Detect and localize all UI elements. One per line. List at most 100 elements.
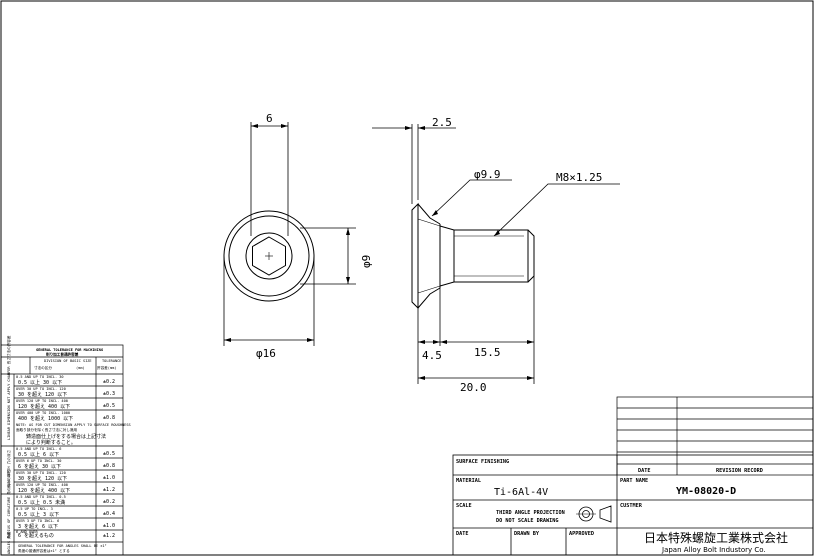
dim-head-height: 6 [266,112,273,125]
tol-row-jp: 400 を超え 1000 以下 [18,415,73,422]
dim-flange-diameter: φ9.9 [474,168,501,181]
company-name-en: Japan Alloy Bolt Industory Co. [661,546,766,554]
tol-row-en: OVER 30 UP TO INCL. 120 [16,387,66,391]
tol-row-value: ±0.5 [103,451,115,457]
tol-row-value: ±0.2 [103,499,115,505]
tol-row-jp: 0.5 以上 30 以下 [18,379,62,386]
tol-row-en: 0.5 AND UP TO INCL. 0.5 [16,495,66,499]
tolerance-table: GENERAL TOLERANCE FOR MACHINING 削り加工普通許容… [0,335,131,556]
part-name-label: PART NAME [620,478,648,484]
dim-head-diameter: φ16 [256,347,276,360]
surface-label: SURFACE FINISHING [456,459,509,465]
tol-note-en: NOTE: AS FOR CUT DIMENSION APPLY TO SURF… [16,423,131,427]
drawn-by-label: DRAWN BY [514,531,540,537]
tol-row-jp: 6 を超え 30 以下 [18,463,61,470]
tol-angles-note-en: GENERAL TOLERANCE FOR ANGLES SHALL BE ±1… [18,544,107,548]
dim-thread-length: 15.5 [474,346,501,359]
tol-row-value: ±0.2 [103,379,115,385]
tol-row-en: OVER 6 UP TO INCL. 30 [16,459,61,463]
tol-row-jp: 0.5 以上 6 以下 [18,451,59,458]
tol-row-en: OVER 400 UP TO INCL. 1000 [16,411,70,415]
title-block: SURFACE FINISHING MATERIAL Ti-6Al-4V PAR… [452,454,814,556]
tol-col-division-en: DIVISION OF BASIC SIZE [44,359,92,363]
company-name-jp: 日本特殊螺旋工業株式会社 [644,530,788,545]
tol-row-value: ±1.0 [103,475,115,481]
date-label: DATE [456,531,469,537]
revision-table: DATE REVISION RECORD [616,396,814,476]
tol-row-jp: 120 を超え 400 以下 [18,487,70,494]
revision-col-record: REVISION RECORD [716,468,763,474]
hex-socket [252,236,286,276]
tol-angles-label: ANGLES 角度 [6,531,11,554]
dim-shank-diameter: φ9 [360,255,373,268]
tol-title-en: GENERAL TOLERANCE FOR MACHINING [36,348,103,352]
approved-label: APPROVED [569,531,594,537]
third-angle-projection-icon [576,505,612,523]
bolt-end-view [223,210,315,302]
dim-total-length: 20.0 [460,381,487,394]
tol-angles-note-jp: 角度の普通許容差は±1° とする [18,548,70,553]
scale-label: SCALE [456,503,472,509]
tol-group-label: RADIUS OF CURVATURE 角の丸みの半径 [6,469,11,538]
tol-row-en: OVER 120 UP TO INCL. 400 [16,399,68,403]
flange-taper-top [417,203,441,225]
head-inner-circle [228,215,310,297]
tol-title-jp: 削り加工普通許容差 [46,352,79,357]
tol-row-jp: 0.5 以上 3 以下 [18,511,59,518]
tol-col-tolerance-jp: 許容差(mm) [97,365,116,370]
dim-head-thickness: 2.5 [432,116,452,129]
head-profile [411,202,419,310]
tol-row-jp: 30 を超え 120 以下 [18,391,67,398]
tol-row-value: ±1.2 [103,533,115,539]
tol-note2-jp: 鋳造面仕上げをする場合は上記寸法 [26,433,106,440]
tol-row-jp: 120 を超え 400 以下 [18,403,70,410]
tol-group-label: LINEAR DIMENSION NOT APPLY CHAMFER 長さ寸法の… [6,335,11,440]
tol-row-en: 0.5 UP TO INCL. 3 [16,507,53,511]
dimension-lines [223,122,620,384]
tol-row-en: OVER 30 UP TO INCL. 120 [16,471,66,475]
hex-socket-circle [245,232,293,280]
tol-row-en: 0.5 AND UP TO INCL. 30 [16,375,64,379]
tol-row-jp: 30 を超え 120 以下 [18,475,67,482]
tol-note3-jp: により判断すること。 [26,439,76,446]
flange-taper-bottom [417,287,441,309]
tol-row-jp: 3 を超え 6 以下 [18,523,58,530]
flange-inner-line-bottom [417,285,441,294]
tol-row-en: OVER 120 UP TO INCL. 400 [16,483,68,487]
dim-flange-length: 4.5 [422,349,442,362]
neck-bottom [439,281,455,287]
tol-row-value: ±0.4 [103,511,115,517]
material-label: MATERIAL [456,478,481,484]
customer-label: CUSTMER [620,503,643,509]
tol-row-value: ±0.3 [103,391,115,397]
tol-row-jp: 0.5 以上 0.5 未満 [18,499,65,506]
projection-line1: THIRD ANGLE PROJECTION [496,510,565,516]
neck-top [439,225,455,231]
thread-body [453,229,529,283]
tol-row-value: ±0.8 [103,415,115,421]
tol-row-value: ±0.5 [103,403,115,409]
tol-col-unit: (mm) [76,366,85,370]
dim-thread: M8×1.25 [556,171,602,184]
part-name-value: YM-08020-D [676,486,736,497]
tol-row-en: 0.5 AND UP TO INCL. 6 [16,447,61,451]
material-value: Ti-6Al-4V [494,487,548,498]
tol-row-value: ±0.8 [103,463,115,469]
tol-group-label: HOLE DEPTH 穴の深さ [6,449,11,488]
revision-col-date: DATE [638,468,651,474]
tol-note-jp: 面取り部分を除く長さ寸法に対し適用 [16,427,77,432]
tol-row-value: ±1.2 [103,487,115,493]
tol-col-tolerance-en: TOLERANCE [102,359,121,363]
tol-row-en: 6 AND OVER [16,530,38,534]
projection-line2: DO NOT SCALE DRAWING [496,518,558,524]
tol-row-jp: 6 を超えるもの [18,532,54,539]
dimension-labels: 6 2.5 φ9.9 M8×1.25 φ9 φ16 4.5 15.5 20.0 [256,112,602,394]
tol-col-division-jp: 寸法の区分 [34,365,52,370]
dimension-arrows [224,124,534,380]
tol-row-en: OVER 3 UP TO INCL. 6 [16,519,59,523]
bolt-side-view [411,202,535,310]
flange-inner-line-top [417,218,441,227]
thread-chamfer [527,229,535,283]
